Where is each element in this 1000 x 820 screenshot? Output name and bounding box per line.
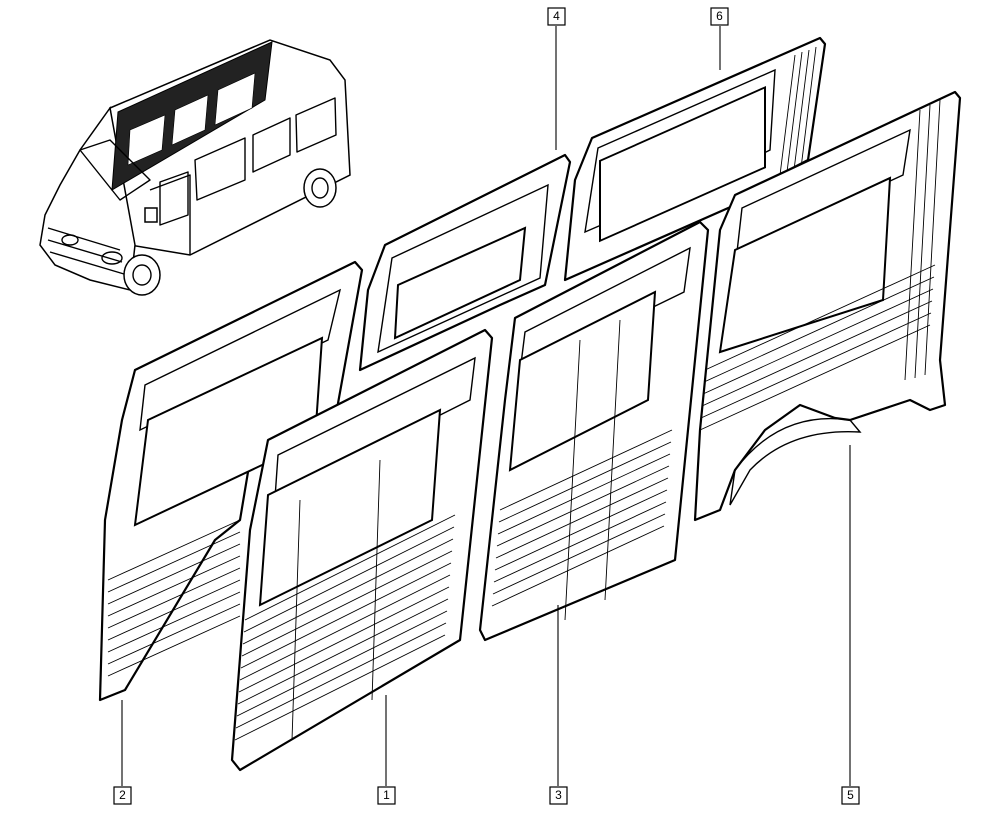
callout-label-1: 1	[383, 788, 390, 802]
callout-4[interactable]: 4	[547, 7, 566, 26]
callout-1[interactable]: 1	[377, 786, 396, 805]
callout-label-2: 2	[119, 788, 126, 802]
callout-label-4: 4	[553, 9, 560, 23]
panel-5	[693, 90, 962, 522]
panel-6	[563, 36, 827, 282]
panel-4	[358, 153, 572, 372]
callout-6[interactable]: 6	[710, 7, 729, 26]
callout-3[interactable]: 3	[549, 786, 568, 805]
panel-1	[230, 328, 494, 772]
van-icon	[39, 39, 351, 296]
callout-label-5: 5	[847, 788, 854, 802]
callout-label-6: 6	[716, 9, 723, 23]
callout-2[interactable]: 2	[113, 786, 132, 805]
callout-label-3: 3	[555, 788, 562, 802]
callout-5[interactable]: 5	[841, 786, 860, 805]
panel-3	[478, 220, 710, 642]
